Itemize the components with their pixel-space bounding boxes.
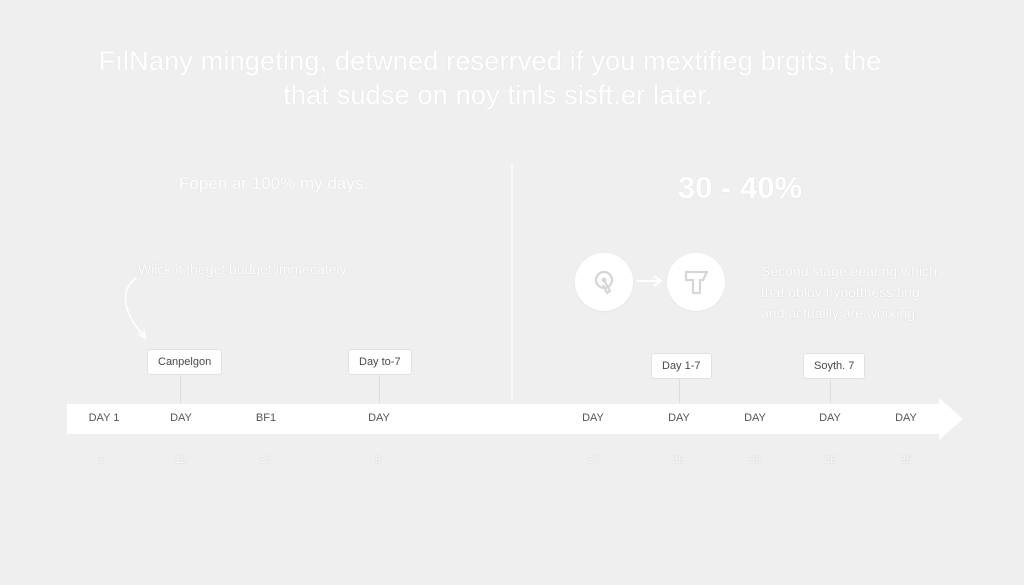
timeline-number: 10 bbox=[586, 454, 600, 466]
timeline-arrow bbox=[67, 398, 967, 440]
key-icon bbox=[575, 253, 633, 311]
timeline-number: 28 bbox=[748, 454, 762, 466]
right-note: Second stage eearing which that obloy hy… bbox=[761, 261, 971, 324]
timeline-label: DAY bbox=[170, 412, 192, 424]
timeline-number: 25 bbox=[899, 454, 913, 466]
timeline-label: DAY bbox=[668, 412, 690, 424]
callout-stem bbox=[379, 373, 380, 403]
timeline-number: 26 bbox=[823, 454, 837, 466]
callout-soyth-7: Soyth. 7 bbox=[803, 353, 866, 379]
callout-stem bbox=[180, 373, 181, 403]
left-note: Wilck it theget budget immecately. bbox=[138, 261, 350, 277]
timeline-label: DAY bbox=[744, 412, 766, 424]
right-note-line: Second stage eearing which bbox=[761, 263, 937, 279]
arrow-right-icon bbox=[637, 275, 663, 287]
timeline-number: 1 bbox=[97, 454, 105, 466]
vertical-divider bbox=[511, 163, 513, 401]
timeline-label: BF1 bbox=[255, 412, 277, 424]
callout-stem bbox=[830, 376, 831, 403]
timeline-label: DAY bbox=[368, 412, 390, 424]
percentage-stat: 30 - 40% bbox=[677, 170, 803, 205]
timeline-label: DAY bbox=[819, 412, 841, 424]
timeline-number: 9 bbox=[374, 454, 382, 466]
callout-campaign: Canpelgon bbox=[147, 349, 223, 375]
callout-stem bbox=[679, 376, 680, 403]
curved-arrow-icon bbox=[124, 277, 146, 340]
heading-line-1: FılNany mingeting, detwned reserrved if … bbox=[98, 46, 882, 76]
tag-icon bbox=[667, 253, 725, 311]
callout-day-to-7: Day to-7 bbox=[348, 349, 412, 375]
timeline-label: DAY 1 bbox=[88, 412, 120, 424]
timeline-number: 29 bbox=[671, 454, 685, 466]
timeline-label: DAY bbox=[895, 412, 917, 424]
timeline-number: 12 bbox=[173, 454, 187, 466]
timeline-label: DAY bbox=[582, 412, 604, 424]
heading-line-2: that sudse on noy tinls sisft.er later. bbox=[283, 80, 713, 110]
callout-day-1-7: Day 1-7 bbox=[651, 353, 712, 379]
timeline-number: 15 bbox=[258, 454, 272, 466]
left-subtitle: Fopen ar 100% my days. bbox=[179, 174, 368, 193]
right-note-line: that obloy hypotthess ting bbox=[761, 284, 920, 300]
right-note-line: and actuallly are working. bbox=[761, 305, 919, 321]
